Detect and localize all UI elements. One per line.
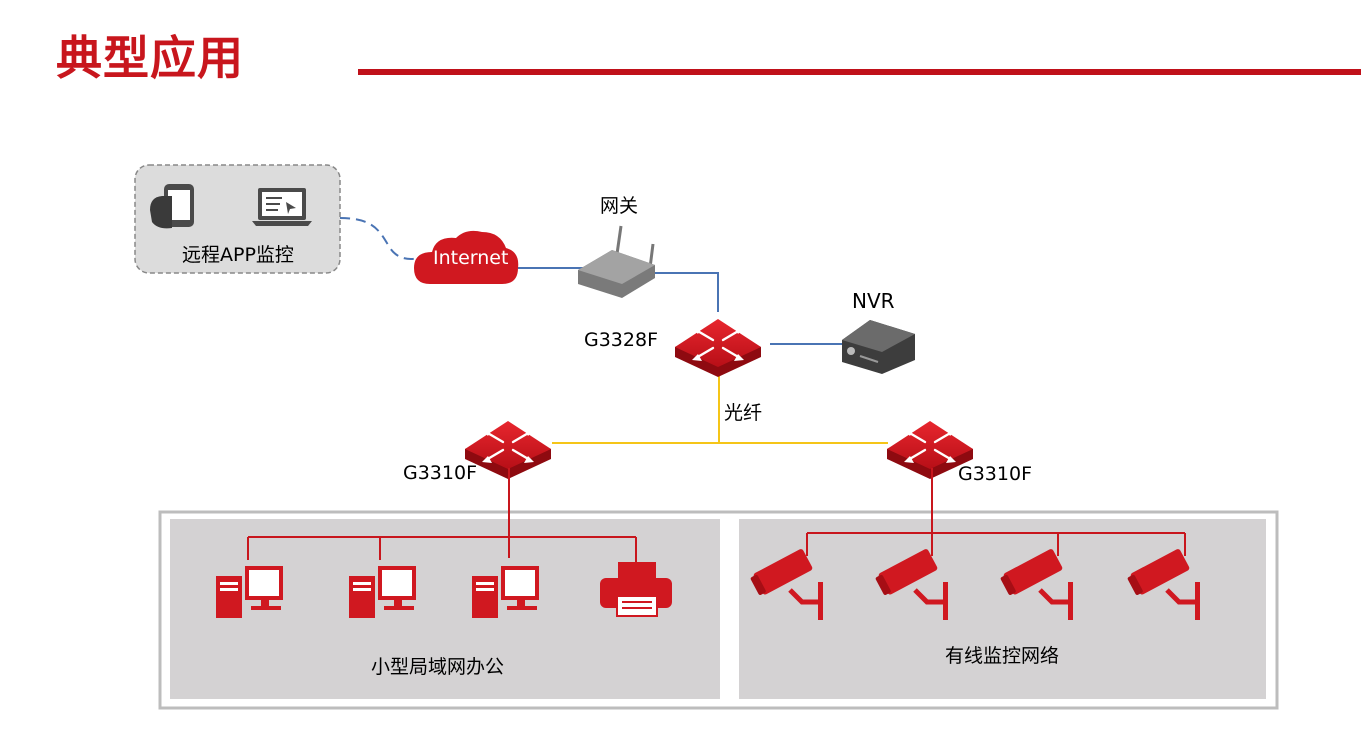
remote-app-box: [134, 164, 341, 274]
wireless-link: [339, 217, 421, 260]
surveillance-panel: [739, 519, 1266, 699]
office-panel-label: 小型局域网办公: [371, 656, 505, 678]
fiber-links: [552, 372, 888, 444]
surveillance-tree-lines: [806, 468, 1186, 556]
fiber-label: 光纤: [724, 402, 763, 424]
internet-label: Internet: [433, 247, 509, 269]
core-switch-label: G3328F: [584, 329, 659, 351]
page-title: 典型应用: [56, 31, 244, 85]
gateway-label: 网关: [600, 195, 639, 217]
laptop-icon: [252, 188, 312, 226]
title-underline: [358, 69, 1361, 75]
nvr-label: NVR: [852, 289, 895, 313]
printer-icon: [600, 562, 672, 617]
internet-cloud-icon: [414, 230, 519, 284]
link-gateway-core: [650, 272, 719, 312]
gateway-router-icon: [578, 225, 655, 298]
surveillance-panel-label: 有线监控网络: [945, 645, 1060, 667]
office-tree-lines: [247, 468, 637, 562]
right-switch-label: G3310F: [958, 463, 1033, 485]
left-switch-label: G3310F: [403, 462, 478, 484]
nvr-device-icon: [842, 320, 915, 374]
core-switch-icon: [673, 317, 763, 379]
phone-icon: [150, 184, 194, 229]
remote-app-label: 远程APP监控: [182, 244, 294, 266]
